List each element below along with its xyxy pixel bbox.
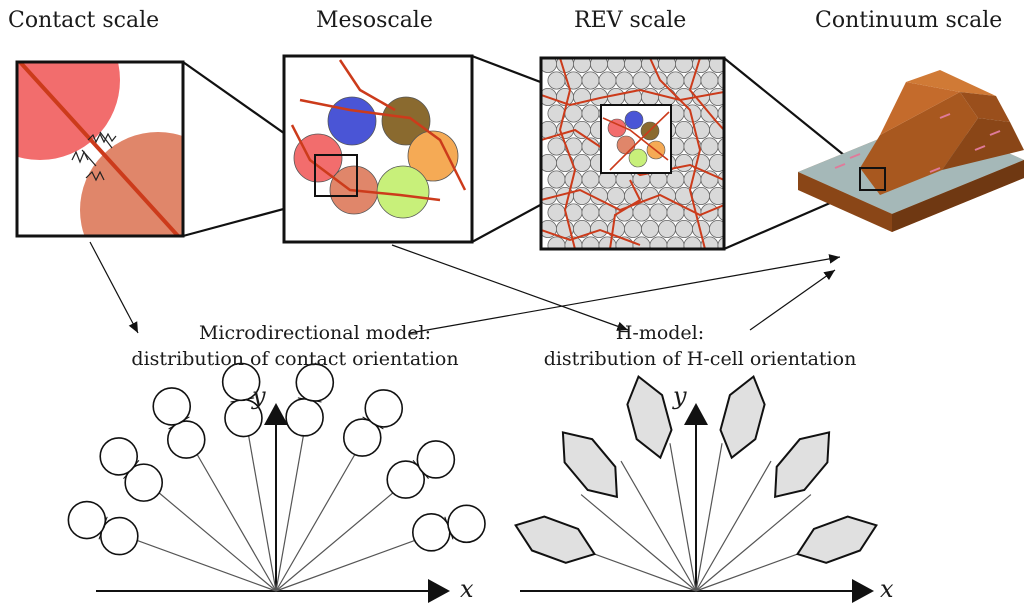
contact-particle <box>447 504 486 544</box>
right-y-axis-label: y <box>673 382 687 410</box>
contact-ray <box>275 478 411 592</box>
spring-dashpot-icon <box>71 131 117 182</box>
contact-tangent <box>230 397 255 403</box>
contact-scale-panel <box>17 62 183 236</box>
contact-particle <box>412 513 451 552</box>
microdirectional-model-caption: Microdirectional model: distribution of … <box>100 320 490 372</box>
rev-scale-panel <box>541 58 724 249</box>
h-caption-line1: H-model: <box>615 322 705 344</box>
h-cell-ray <box>695 494 812 592</box>
h-cell-ray <box>580 494 697 592</box>
micro-caption-line2: distribution of contact orientation <box>131 348 459 370</box>
contact-ray <box>244 413 277 592</box>
continuum-scale-label: Continuum scale <box>815 8 1003 33</box>
contact-particle <box>364 389 404 428</box>
h-cell-ray <box>695 460 772 592</box>
mesoscale-label: Mesoscale <box>316 8 433 33</box>
contact-tangent <box>412 459 429 480</box>
h-cell-ray <box>695 443 723 592</box>
contact-ray <box>275 434 367 592</box>
contact-tangent <box>168 416 190 430</box>
microdirectional-axes <box>67 362 486 603</box>
h-model-caption: H-model: distribution of H-cell orientat… <box>520 320 880 372</box>
contact-particle <box>416 440 456 479</box>
contact-ray <box>275 413 308 592</box>
h-cell <box>626 374 673 460</box>
contact-particle <box>99 437 139 476</box>
mesoscale-panel <box>284 56 472 242</box>
left-x-axis-label: x <box>460 575 474 603</box>
contact-ray <box>185 434 277 592</box>
contact-ray <box>275 532 436 592</box>
h-cell-ray <box>669 443 697 592</box>
contact-tangent <box>362 416 384 430</box>
h-cell <box>774 431 831 499</box>
contact-tangent <box>98 516 108 540</box>
h-cell-ray <box>620 460 697 592</box>
h-cell <box>514 515 597 564</box>
contact-ray <box>141 478 277 592</box>
h-cell <box>795 515 878 564</box>
contact-particle <box>166 420 206 459</box>
contact-tangent <box>297 397 322 403</box>
contact-particle <box>152 387 192 426</box>
contact-particle <box>67 500 107 540</box>
h-cell <box>719 374 766 460</box>
h-caption-line2: distribution of H-cell orientation <box>543 348 857 370</box>
h-model-axes <box>514 374 878 603</box>
contact-particle <box>100 516 139 556</box>
right-x-axis-label: x <box>880 575 894 603</box>
contact-particle <box>342 418 382 457</box>
left-y-axis-label: y <box>252 382 266 410</box>
rev-scale-label: REV scale <box>574 8 687 33</box>
micro-caption-line1: Microdirectional model: <box>198 322 432 344</box>
contact-particle <box>124 463 164 502</box>
h-cell <box>561 431 618 499</box>
contact-particle <box>285 398 324 437</box>
contact-ray <box>116 532 277 592</box>
continuum-terrain <box>798 70 1024 232</box>
contact-particle <box>386 460 426 499</box>
contact-tangent <box>444 516 454 540</box>
contact-scale-label: Contact scale <box>8 8 160 33</box>
contact-tangent <box>123 459 140 480</box>
contact-force-line <box>18 62 180 236</box>
